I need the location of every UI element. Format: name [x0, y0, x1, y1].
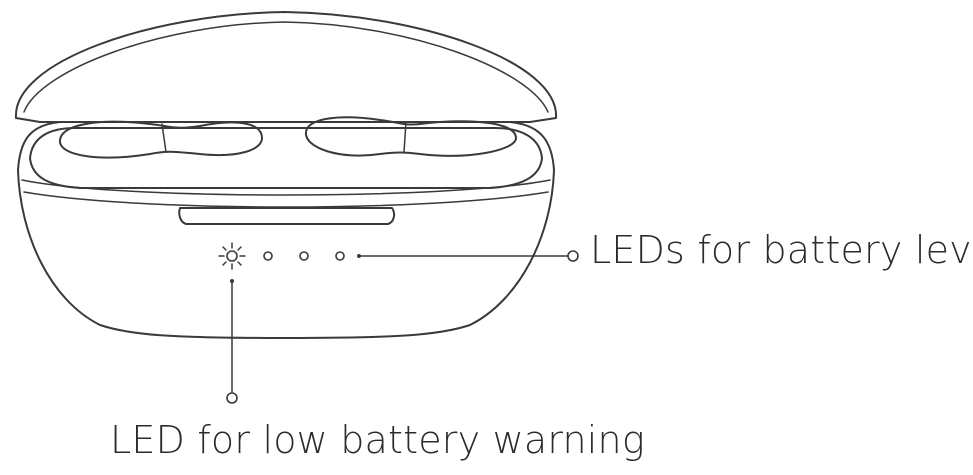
label-low-battery-warning: LED for low battery warning: [110, 418, 645, 462]
led-indicator-icon: [263, 251, 345, 261]
battery-led-3: [335, 251, 345, 261]
glowing-led-icon: [218, 242, 246, 270]
charging-case-icon: [17, 121, 555, 339]
label-battery-level: LEDs for battery level: [590, 228, 973, 272]
earbud-right-icon: [305, 116, 517, 157]
callout-battery-level: [357, 250, 579, 262]
battery-led-2: [299, 251, 309, 261]
earbud-left-icon: [59, 120, 263, 159]
callout-low-battery: [226, 279, 238, 404]
battery-led-1: [263, 251, 273, 261]
case-lid: [14, 11, 558, 123]
